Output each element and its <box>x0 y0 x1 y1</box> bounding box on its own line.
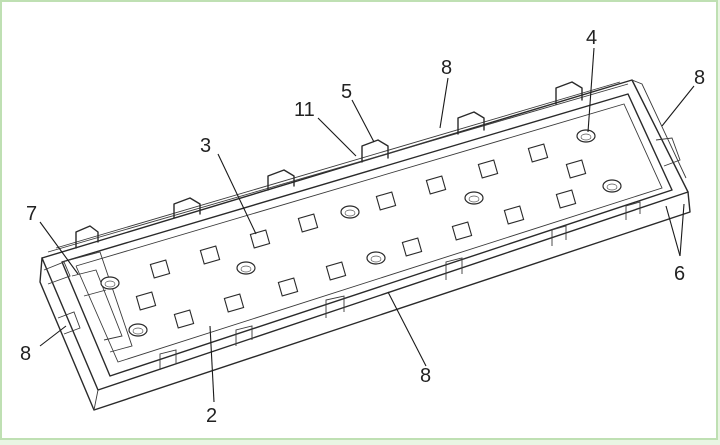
hole <box>236 261 256 275</box>
callout-8-left: 8 <box>20 343 31 365</box>
callout-8-top: 8 <box>441 57 452 79</box>
callout-7: 7 <box>26 203 37 225</box>
pad <box>325 261 347 281</box>
callout-11: 11 <box>294 99 315 121</box>
pad <box>555 189 577 209</box>
pad <box>527 143 549 163</box>
hole <box>576 129 596 143</box>
contact-pads <box>135 143 587 329</box>
callout-8-right: 8 <box>694 67 705 89</box>
callout-8-bottom: 8 <box>420 365 431 387</box>
pad <box>451 221 473 241</box>
hole <box>366 251 386 265</box>
callout-6: 6 <box>674 263 685 285</box>
pad <box>223 293 245 313</box>
pad <box>135 291 157 311</box>
callout-4: 4 <box>586 27 597 49</box>
hole <box>602 179 622 193</box>
hole <box>128 323 148 337</box>
pad <box>249 229 271 249</box>
pad <box>199 245 221 265</box>
hole <box>100 276 120 290</box>
leader-lines <box>39 47 695 403</box>
hole <box>464 191 484 205</box>
pad <box>425 175 447 195</box>
pad <box>173 309 195 329</box>
callouts: 4 8 8 5 11 3 7 8 6 8 2 <box>20 27 705 427</box>
callout-5: 5 <box>341 81 352 103</box>
mounting-holes <box>100 129 622 337</box>
back-wall-tabs <box>75 81 583 249</box>
callout-3: 3 <box>200 135 211 157</box>
pad <box>477 159 499 179</box>
pad <box>565 159 587 179</box>
pad <box>401 237 423 257</box>
hole <box>340 205 360 219</box>
pad <box>149 259 171 279</box>
pad <box>277 277 299 297</box>
pad <box>375 191 397 211</box>
pad <box>297 213 319 233</box>
callout-2: 2 <box>206 405 217 427</box>
tray-body <box>39 79 691 411</box>
pad <box>503 205 525 225</box>
